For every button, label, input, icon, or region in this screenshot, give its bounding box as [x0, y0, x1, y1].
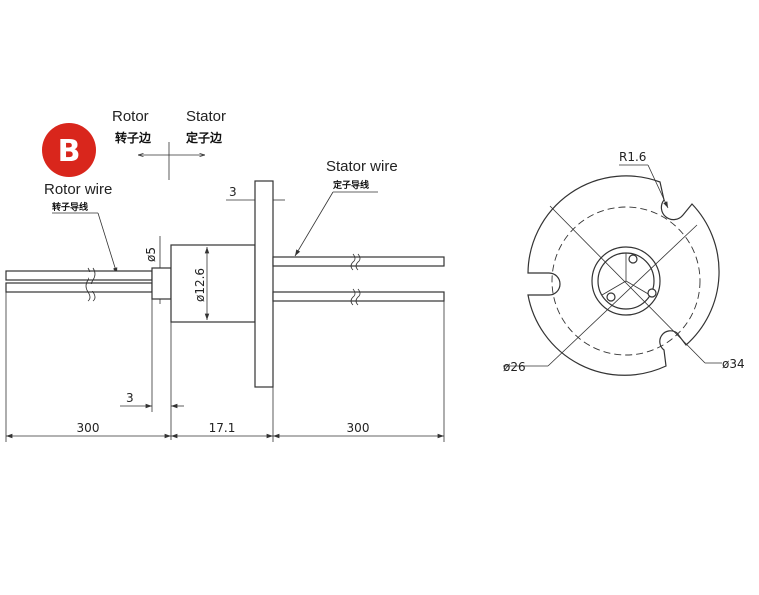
variant-badge: B: [42, 123, 96, 177]
terminal-hole: [606, 292, 616, 302]
rotor-wire-label-zh: 转子导线: [52, 201, 88, 213]
terminal-hole: [628, 254, 638, 264]
rotor-wire-label: Rotor wire: [44, 181, 112, 198]
stator-wire-length-dimension: 300: [347, 421, 370, 435]
stator-wire-label-zh: 定子导线: [332, 179, 369, 191]
flange-diameter-dimension: ø34: [722, 357, 745, 371]
bolt-circle-diameter-leader: [549, 205, 706, 364]
shaft-length-dimension: 3: [126, 391, 134, 405]
stator-wire-leader: [294, 191, 334, 257]
terminal-hole: [647, 288, 657, 298]
slot-radius-dimension: R1.6: [619, 150, 646, 164]
front-view: R1.6 ø26 ø34: [503, 150, 745, 376]
body-length-dimension: 17.1: [209, 421, 236, 435]
stator-wire-label: Stator wire: [326, 158, 398, 175]
rotor-side-label: Rotor: [112, 108, 149, 125]
side-view: 3 ø5 ø12.6 3 300 17.1 300: [5, 180, 445, 442]
stator-side-label: Stator: [186, 108, 226, 125]
slot-radius-leader: [647, 164, 669, 209]
bolt-circle-diameter-dimension: ø26: [503, 360, 526, 374]
rotor-wire: [5, 282, 153, 293]
badge-letter: B: [58, 134, 81, 169]
flange-diameter-leader: [547, 224, 698, 367]
slip-ring-body: [170, 244, 256, 323]
stator-wire-break-mark: [350, 253, 356, 271]
shaft-diameter-dimension: ø5: [144, 247, 158, 262]
stator-wire-break-mark: [355, 288, 361, 306]
rotor-side-label-zh: 转子边: [115, 130, 152, 145]
flange-thickness-dimension: 3: [229, 185, 237, 199]
rotor-wire: [5, 270, 153, 281]
bolt-circle: [551, 206, 701, 356]
stator-wire-break-mark: [350, 288, 356, 306]
body-diameter-dimension: ø12.6: [193, 268, 207, 302]
stator-wire-break-mark: [355, 253, 361, 271]
rotor-wire-leader: [97, 212, 118, 275]
mounting-flange: [254, 180, 274, 388]
rotor-wire-length-dimension: 300: [77, 421, 100, 435]
badge-circle: [42, 123, 96, 177]
stator-side-label-zh: 定子边: [186, 130, 223, 145]
rotor-shaft: [151, 267, 172, 300]
wire-labels: Rotor wire 转子导线 Stator wire 定子导线: [44, 158, 398, 275]
direction-legend: Rotor 转子边 Stator 定子边: [112, 108, 226, 180]
